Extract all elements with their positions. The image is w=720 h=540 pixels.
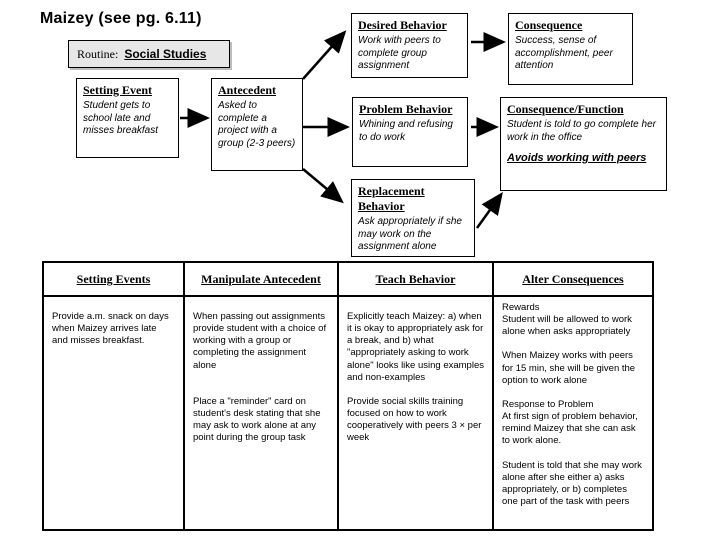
table-column-alter-consequences: Alter Consequences Rewards Student will … bbox=[494, 263, 652, 529]
table-cell-paragraph: When Maizey works with peers for 15 min,… bbox=[502, 350, 636, 386]
problem-behavior-box: Problem Behavior Whining and refusing to… bbox=[352, 97, 468, 167]
column-header-manipulate-antecedent: Manipulate Antecedent bbox=[185, 263, 337, 297]
table-cell-paragraph: When passing out assignments provide stu… bbox=[193, 311, 327, 371]
consequence-text: Success, sense of accomplishment, peer a… bbox=[515, 35, 613, 71]
column-body-teach-behavior: Explicitly teach Maizey: a) when it is o… bbox=[339, 297, 492, 463]
consequence-heading: Consequence bbox=[515, 18, 583, 32]
desired-behavior-text: Work with peers to complete group assign… bbox=[358, 35, 441, 71]
column-header-alter-consequences: Alter Consequences bbox=[494, 263, 652, 297]
antecedent-text: Asked to complete a project with a group… bbox=[218, 100, 296, 149]
column-body-setting-events: Provide a.m. snack on days when Maizey a… bbox=[44, 297, 183, 371]
table-column-setting-events: Setting Events Provide a.m. snack on day… bbox=[44, 263, 185, 529]
column-body-manipulate-antecedent: When passing out assignments provide stu… bbox=[185, 297, 337, 474]
arrow-antecedent-to-desired bbox=[302, 30, 347, 80]
routine-value: Social Studies bbox=[124, 47, 207, 61]
problem-behavior-heading: Problem Behavior bbox=[359, 102, 453, 116]
setting-event-heading: Setting Event bbox=[83, 83, 152, 97]
setting-event-text: Student gets to school late and misses b… bbox=[83, 100, 159, 136]
consequence-box: Consequence Success, sense of accomplish… bbox=[508, 13, 633, 85]
problem-behavior-text: Whining and refusing to do work bbox=[359, 119, 453, 143]
table-cell-paragraph: Student is told that she may work alone … bbox=[502, 459, 642, 508]
replacement-behavior-box: Replacement Behavior Ask appropriately i… bbox=[351, 179, 475, 257]
routine-box: Routine: Social Studies bbox=[68, 40, 230, 68]
column-header-setting-events: Setting Events bbox=[44, 263, 183, 297]
replacement-behavior-text: Ask appropriately if she may work on the… bbox=[358, 216, 462, 252]
table-cell-paragraph: Provide social skills training focused o… bbox=[347, 395, 482, 444]
antecedent-box: Antecedent Asked to complete a project w… bbox=[211, 78, 303, 171]
page-title: Maizey (see pg. 6.11) bbox=[40, 10, 202, 27]
table-column-teach-behavior: Teach Behavior Explicitly teach Maizey: … bbox=[339, 263, 494, 529]
table-cell-paragraph: Explicitly teach Maizey: a) when it is o… bbox=[347, 311, 484, 383]
antecedent-heading: Antecedent bbox=[218, 83, 276, 97]
consequence-function-text: Student is told to go complete her work … bbox=[507, 119, 656, 143]
desired-behavior-box: Desired Behavior Work with peers to comp… bbox=[351, 13, 468, 78]
replacement-behavior-heading: Replacement Behavior bbox=[358, 184, 425, 213]
table-cell-paragraph: Provide a.m. snack on days when Maizey a… bbox=[52, 311, 169, 347]
consequence-function-box: Consequence/Function Student is told to … bbox=[500, 97, 667, 191]
table-cell-paragraph: Rewards Student will be allowed to work … bbox=[502, 302, 632, 338]
support-plan-table: Setting Events Provide a.m. snack on day… bbox=[42, 261, 654, 531]
column-header-teach-behavior: Teach Behavior bbox=[339, 263, 492, 297]
column-body-alter-consequences: Rewards Student will be allowed to work … bbox=[494, 297, 652, 526]
arrow-antecedent-to-replacement bbox=[302, 168, 344, 204]
routine-label: Routine: bbox=[77, 46, 119, 61]
table-cell-paragraph: Place a "reminder" card on student's des… bbox=[193, 395, 321, 444]
consequence-function-emphasis: Avoids working with peers bbox=[507, 152, 647, 164]
table-column-manipulate-antecedent: Manipulate Antecedent When passing out a… bbox=[185, 263, 339, 529]
desired-behavior-heading: Desired Behavior bbox=[358, 18, 447, 32]
arrow-replacement-to-consequence-function bbox=[475, 191, 503, 229]
table-cell-paragraph: Response to Problem At first sign of pro… bbox=[502, 398, 638, 447]
consequence-function-heading: Consequence/Function bbox=[507, 102, 624, 116]
setting-event-box: Setting Event Student gets to school lat… bbox=[76, 78, 179, 158]
